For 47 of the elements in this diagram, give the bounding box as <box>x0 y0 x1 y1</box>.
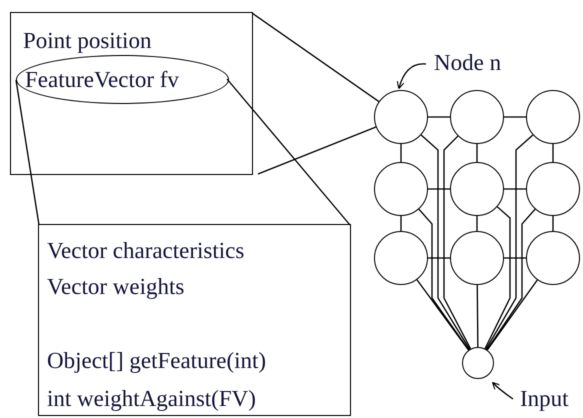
connection-line <box>400 144 402 162</box>
zoom-line <box>258 126 376 175</box>
connection-line <box>486 280 538 350</box>
connection-line <box>443 136 472 350</box>
connection-line <box>476 144 478 162</box>
field-text: Vector characteristics <box>47 238 244 264</box>
neuron-circle <box>526 90 580 144</box>
leader-arrow <box>396 63 426 90</box>
detail-box <box>10 12 253 175</box>
connection-line <box>416 279 470 350</box>
zoom-line <box>15 80 40 226</box>
connection-line <box>486 208 536 350</box>
highlight-ellipse: FeatureVector fv <box>16 55 229 104</box>
connection-line <box>504 257 526 259</box>
connection-line <box>418 208 470 350</box>
neuron-circle <box>526 231 580 285</box>
neuron-circle <box>374 90 428 144</box>
connection-line <box>552 216 554 231</box>
field-text: int weightAgainst(FV) <box>47 386 256 412</box>
neuron-circle <box>526 162 580 216</box>
connection-line <box>504 116 526 118</box>
field-text: Object[] getFeature(int) <box>47 348 266 374</box>
zoom-line <box>226 78 350 226</box>
leader-arrow <box>492 382 514 400</box>
connection-line <box>428 188 450 190</box>
neuron-circle <box>374 162 428 216</box>
connection-line <box>428 257 450 259</box>
input-circle <box>462 347 494 379</box>
connection-line <box>420 134 470 350</box>
neuron-circle <box>450 90 504 144</box>
connection-line <box>400 216 402 231</box>
neuron-circle <box>450 231 504 285</box>
node-caption: Node n <box>434 50 529 76</box>
class-box <box>38 224 351 416</box>
connection-line <box>484 206 511 349</box>
connection-line <box>552 144 554 162</box>
connection-line <box>428 116 450 118</box>
connection-line <box>476 216 478 231</box>
connection-line <box>476 285 478 347</box>
zoom-line <box>252 12 380 102</box>
neuron-circle <box>374 231 428 285</box>
connection-line <box>504 188 526 190</box>
field-text: Vector weights <box>47 274 184 300</box>
field-text: Point position <box>23 28 152 54</box>
neuron-circle <box>450 162 504 216</box>
connection-line <box>486 134 534 350</box>
input-caption: Input <box>520 386 580 412</box>
